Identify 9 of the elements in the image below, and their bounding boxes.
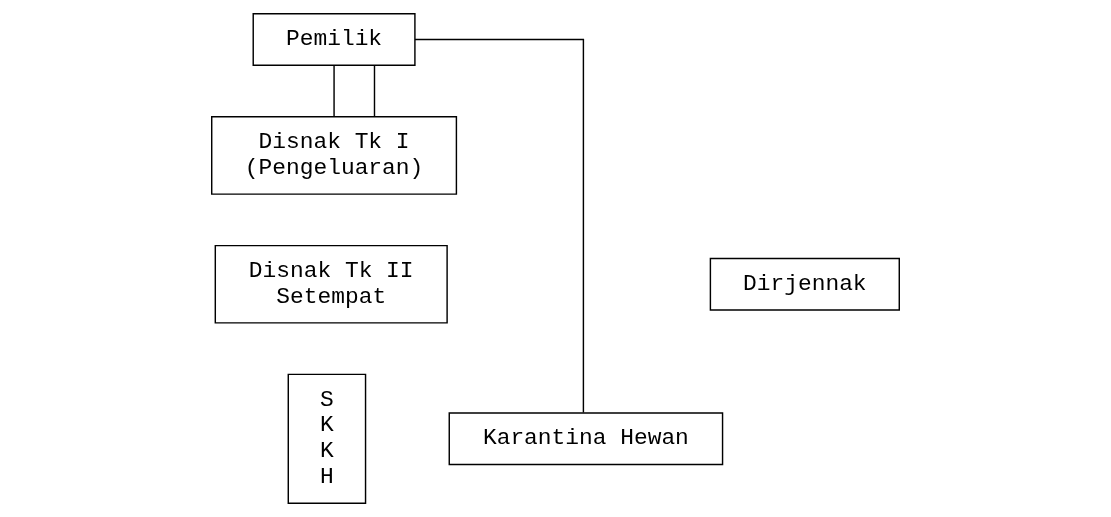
node-box: Dirjennak — [709, 257, 900, 311]
connector — [333, 65, 335, 118]
node-box: Karantina Hewan — [448, 412, 724, 466]
node-box: Pemilik — [252, 13, 416, 67]
connector — [414, 38, 585, 414]
node-box: S K K H — [287, 373, 367, 504]
connector — [373, 65, 376, 118]
node-box: Disnak Tk II Setempat — [214, 244, 448, 324]
node-box: Disnak Tk I (Pengeluaran) — [211, 116, 458, 195]
